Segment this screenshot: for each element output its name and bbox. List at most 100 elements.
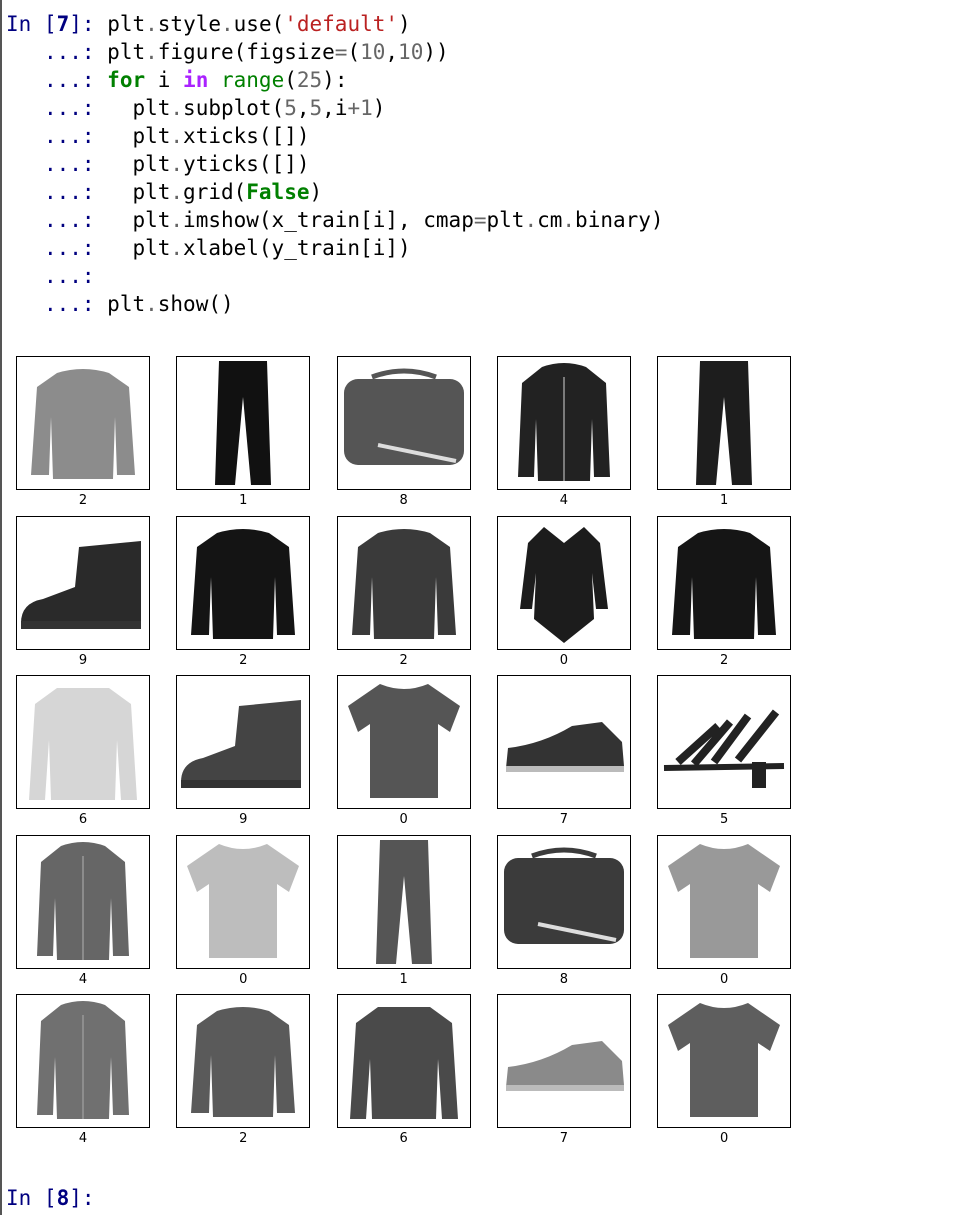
code-token: cm	[537, 208, 563, 232]
subplot-xlabel: 2	[720, 652, 729, 668]
tshirt-silhouette	[668, 1003, 781, 1117]
subplot-cell: 0	[657, 834, 792, 987]
subplot-cell: 4	[496, 356, 631, 508]
sneaker-image	[505, 722, 624, 772]
code-line: ...: for i in range(25):	[6, 66, 664, 94]
subplot-xlabel: 0	[720, 1131, 729, 1146]
next-input-prompt[interactable]: In [8]:	[6, 1186, 95, 1210]
coat-image	[37, 1001, 129, 1119]
subplot-cell: 0	[657, 994, 792, 1146]
subplot-image	[176, 834, 311, 969]
code-token: plt	[107, 152, 171, 176]
subplot-cell: 8	[496, 834, 631, 987]
code-token: for	[107, 68, 146, 92]
code-token: .	[524, 208, 538, 232]
tshirt-image	[187, 843, 300, 958]
subplot-image	[657, 515, 792, 650]
code-token: .	[145, 292, 158, 316]
code-input-cell[interactable]: In [7]: plt.style.use('default') ...: pl…	[6, 10, 664, 318]
code-token: .	[145, 12, 158, 36]
sandal-silhouette	[664, 709, 785, 788]
subplot-xlabel: 4	[78, 971, 88, 987]
pullover-image	[31, 369, 135, 479]
code-token: 25	[296, 68, 323, 92]
code-token: plt	[107, 40, 146, 64]
subplot-image	[176, 675, 311, 809]
shirt-silhouette	[29, 688, 137, 800]
subplot-xlabel: 8	[559, 971, 569, 987]
subplot-cell: 4	[16, 834, 150, 987]
subplot-cell: 1	[657, 356, 792, 508]
tshirt-silhouette	[187, 843, 300, 958]
code-line: In [7]: plt.style.use('default')	[6, 10, 664, 38]
code-token: figure(figsize	[157, 40, 335, 64]
code-token: xticks([])	[183, 124, 310, 148]
code-token: plt	[107, 180, 171, 204]
ankle-boot-silhouette	[181, 700, 302, 788]
sneaker-silhouette	[505, 722, 624, 772]
ankle-boot-silhouette	[21, 540, 141, 629]
shirt-image	[349, 1007, 458, 1119]
subplot-cell: 7	[496, 675, 631, 827]
bag-image	[343, 368, 464, 465]
subplot-image	[496, 356, 631, 490]
code-token: imshow(x_train[i], cmap	[183, 208, 474, 232]
subplot-image	[176, 994, 311, 1128]
code-token: )	[372, 96, 386, 120]
subplot-cell: 2	[657, 515, 792, 668]
code-token: 'default'	[284, 12, 399, 36]
code-token: grid(	[183, 180, 247, 204]
coat-silhouette	[37, 1001, 129, 1119]
code-line: ...: plt.figure(figsize=(10,10))	[6, 38, 664, 66]
subplot-cell: 9	[176, 675, 311, 827]
continuation-prompt: ...:	[43, 96, 95, 120]
code-token: 10	[398, 40, 424, 64]
continuation-prompt: ...:	[43, 40, 95, 64]
continuation-prompt: ...:	[43, 292, 95, 316]
code-token: in	[183, 68, 209, 92]
subplot-xlabel: 6	[399, 1131, 408, 1146]
code-token: yticks([])	[183, 152, 310, 176]
bag-silhouette	[503, 847, 624, 944]
tshirt-image	[668, 1003, 781, 1117]
subplot-xlabel: 2	[239, 652, 248, 668]
subplot-image	[336, 356, 471, 490]
pullover-image	[191, 528, 296, 639]
code-token: plt	[486, 208, 525, 232]
code-token: i	[145, 68, 184, 92]
code-line: ...:	[6, 262, 664, 290]
sneaker-image	[505, 1041, 624, 1091]
sneaker-silhouette	[505, 1041, 624, 1091]
subplot-image	[657, 675, 792, 809]
trouser-silhouette	[696, 361, 753, 485]
code-token: use(	[233, 12, 285, 36]
tshirt-image	[347, 684, 460, 798]
code-token: 10	[360, 40, 386, 64]
code-token: plt	[107, 208, 171, 232]
code-token: .	[170, 124, 184, 148]
subplot-cell: 7	[496, 994, 631, 1146]
code-line: ...: plt.imshow(x_train[i], cmap=plt.cm.…	[6, 206, 664, 234]
subplot-cell: 1	[176, 356, 311, 508]
subplot-image	[16, 834, 150, 969]
subplot-xlabel: 9	[239, 812, 248, 827]
code-token: (	[347, 40, 361, 64]
bag-image	[503, 847, 624, 944]
code-token: (	[284, 68, 297, 92]
code-token: .	[170, 236, 184, 260]
subplot-cell: 1	[336, 834, 471, 987]
subplot-image	[16, 515, 150, 650]
subplot-cell: 2	[16, 356, 150, 508]
ankle-boot-image	[181, 700, 302, 788]
subplot-cell: 0	[176, 834, 311, 987]
subplot-image	[657, 994, 792, 1128]
code-token: ):	[322, 68, 348, 92]
subplot-image	[176, 515, 311, 650]
subplot-xlabel: 0	[720, 971, 729, 987]
subplot-xlabel: 1	[239, 493, 248, 508]
code-token: .	[170, 152, 184, 176]
pullover-silhouette	[191, 1007, 296, 1117]
code-token: plt	[107, 96, 171, 120]
